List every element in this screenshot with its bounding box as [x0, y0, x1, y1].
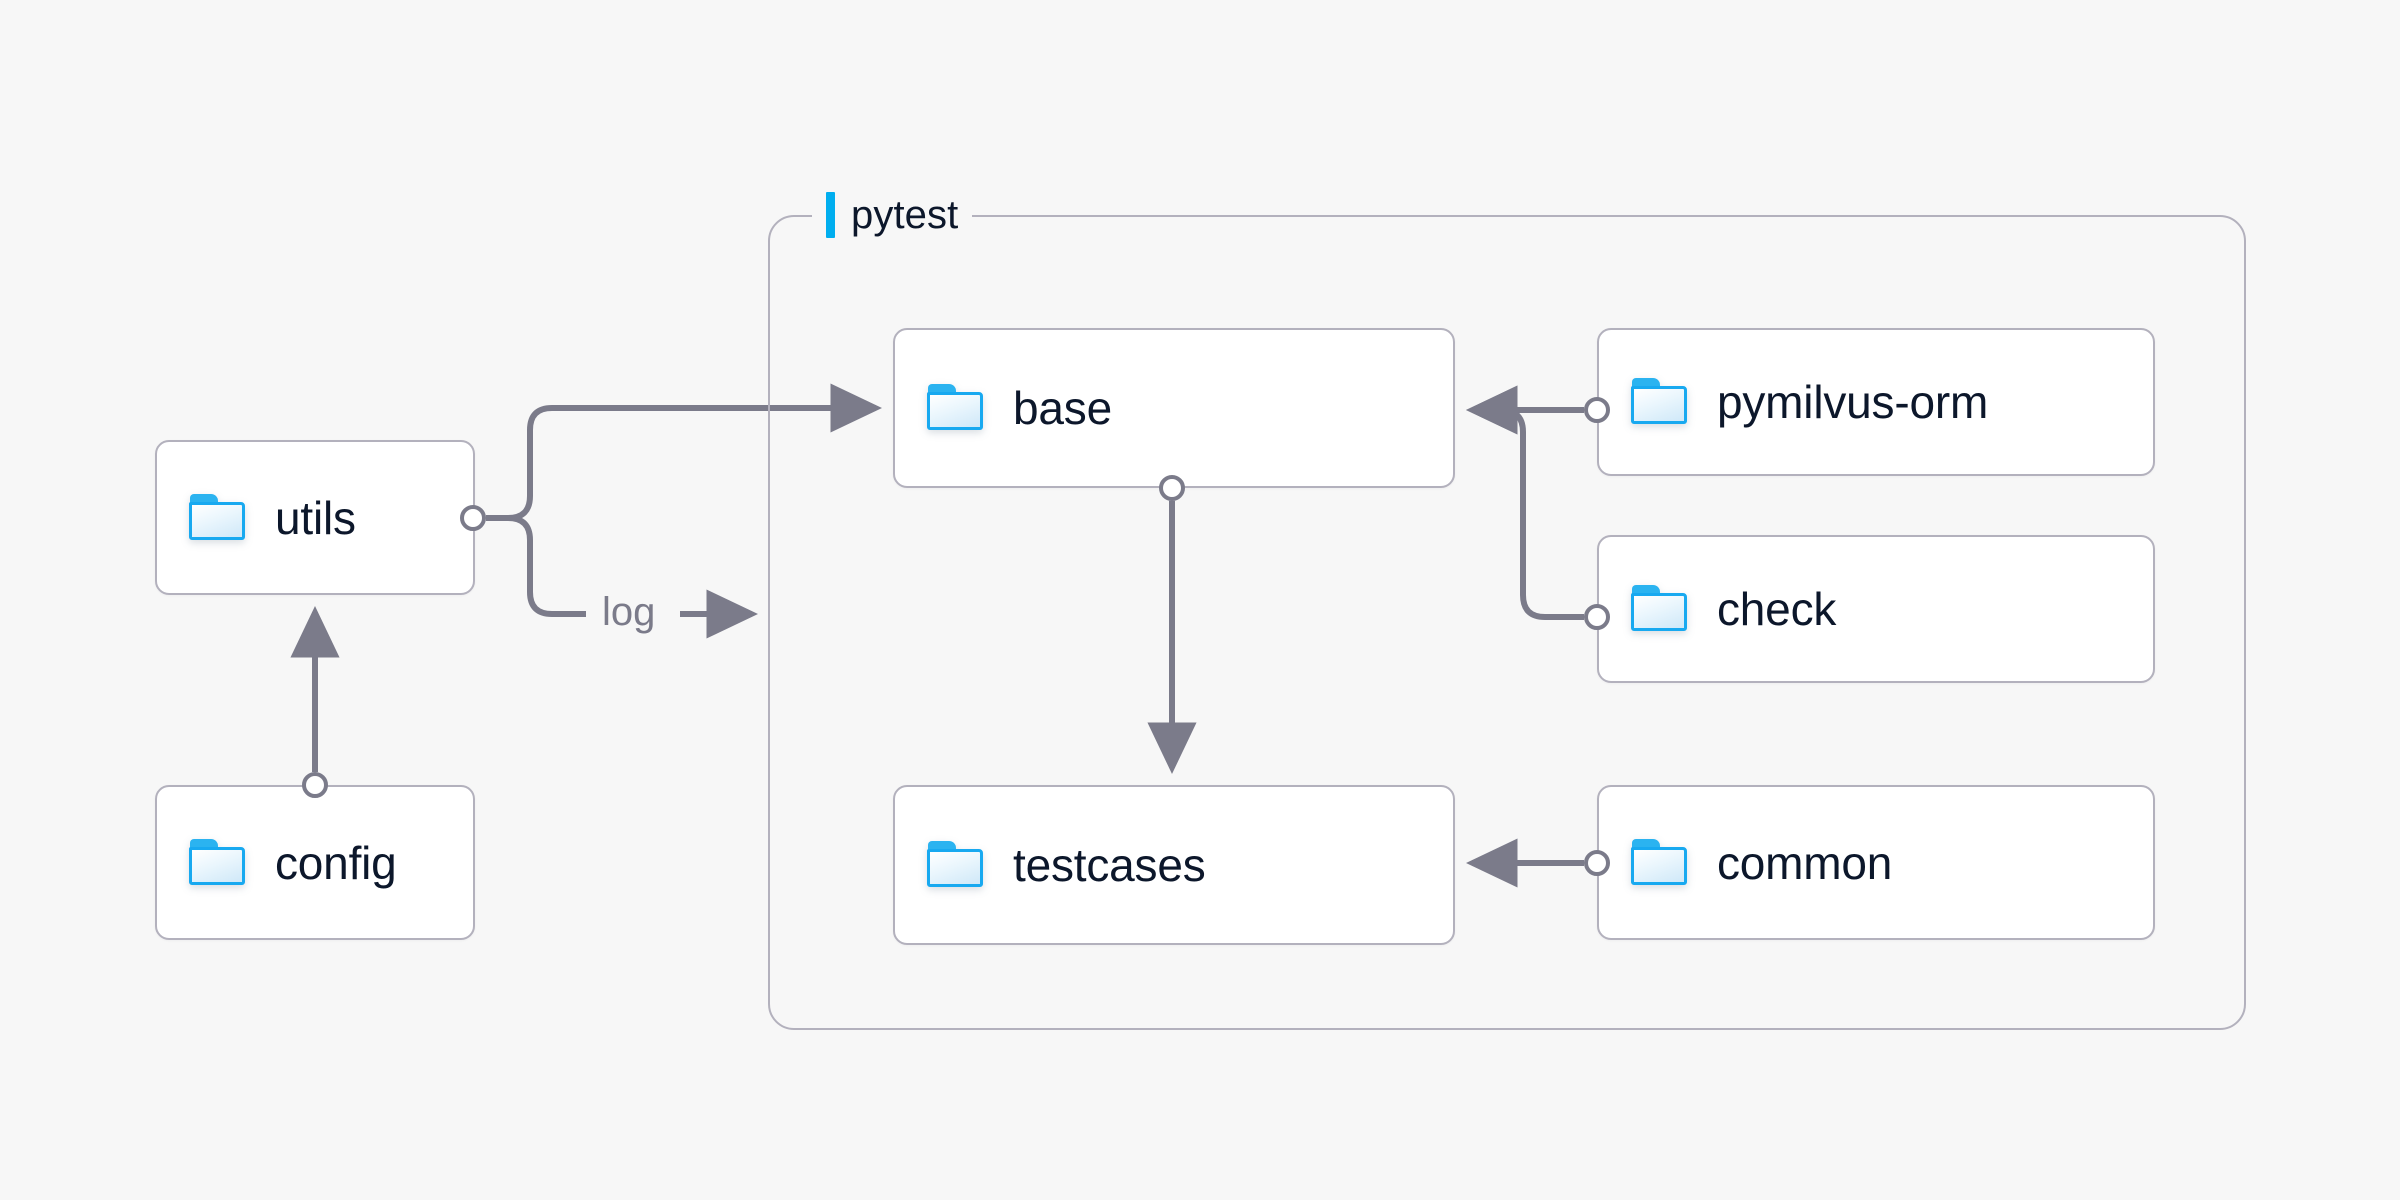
- node-config[interactable]: config: [155, 785, 475, 940]
- pytest-group-container[interactable]: [768, 215, 2246, 1030]
- folder-icon: [189, 838, 247, 887]
- accent-bar-icon: [826, 192, 835, 238]
- node-label-utils: utils: [275, 491, 356, 544]
- folder-icon: [927, 841, 985, 889]
- node-label-base: base: [1013, 382, 1112, 434]
- folder-icon: [189, 493, 247, 542]
- port-pymilvus-orm-out[interactable]: [1584, 397, 1610, 423]
- folder-icon: [927, 384, 985, 432]
- node-label-testcases: testcases: [1013, 839, 1206, 891]
- node-label-check: check: [1717, 583, 1837, 635]
- folder-icon: [1631, 585, 1689, 633]
- node-common[interactable]: common: [1597, 785, 2155, 940]
- edge-label-log: log: [592, 592, 666, 632]
- edge-utils-to-log: [486, 515, 586, 617]
- folder-icon: [1631, 838, 1689, 887]
- node-check[interactable]: check: [1597, 535, 2155, 683]
- port-base-out[interactable]: [1159, 475, 1185, 501]
- port-config-out[interactable]: [302, 772, 328, 798]
- port-common-out[interactable]: [1584, 850, 1610, 876]
- node-label-pymilvus-orm: pymilvus-orm: [1717, 376, 1989, 428]
- folder-icon: [1631, 378, 1689, 426]
- pytest-group-title: pytest: [812, 192, 973, 238]
- port-utils-out[interactable]: [460, 505, 486, 531]
- group-title-label: pytest: [851, 192, 959, 237]
- node-pymilvus-orm[interactable]: pymilvus-orm: [1597, 328, 2155, 476]
- node-utils[interactable]: utils: [155, 440, 475, 595]
- node-base[interactable]: base: [893, 328, 1455, 488]
- port-check-out[interactable]: [1584, 604, 1610, 630]
- node-testcases[interactable]: testcases: [893, 785, 1455, 945]
- node-label-config: config: [275, 836, 397, 889]
- node-label-common: common: [1717, 836, 1893, 889]
